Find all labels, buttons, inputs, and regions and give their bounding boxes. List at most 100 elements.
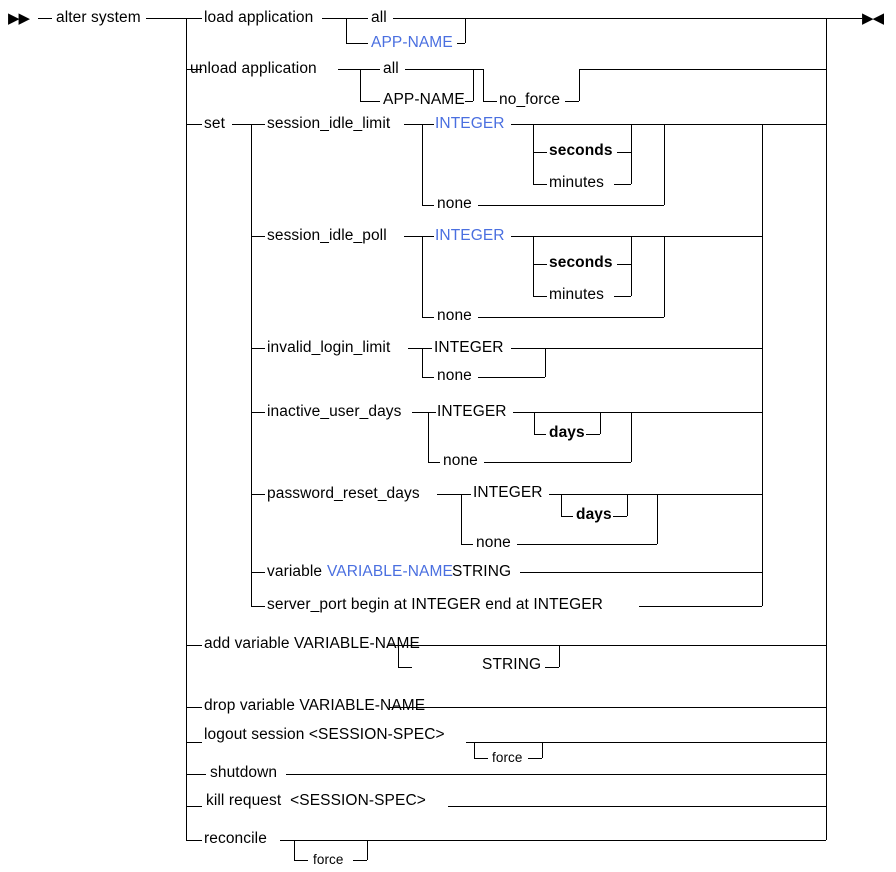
rail-shutdown-out bbox=[286, 774, 826, 775]
rail-reconcile-opt-right bbox=[367, 840, 368, 860]
rail-sip-minutes-stub-left bbox=[533, 296, 547, 297]
label-server-port: server_port begin at INTEGER end at INTE… bbox=[267, 596, 603, 613]
rail-prd-join bbox=[657, 494, 762, 495]
rail-start-to-alter bbox=[38, 18, 52, 19]
rail-load-all-stub bbox=[346, 18, 368, 19]
rail-set-join-to-main bbox=[762, 124, 826, 125]
label-load-all: all bbox=[371, 9, 387, 26]
rail-sil-seconds-stub-right bbox=[617, 152, 631, 153]
rail-sil-int-out bbox=[511, 124, 664, 125]
label-variable-keyword: variable bbox=[267, 563, 323, 580]
rail-iud-days-stub-right bbox=[586, 434, 600, 435]
rail-prd-days-left bbox=[561, 494, 562, 516]
rail-sip-stub bbox=[251, 236, 265, 237]
rail-load-choice-left bbox=[346, 18, 347, 43]
label-password-reset-days: password_reset_days bbox=[267, 485, 420, 502]
rail-noforce-stub-right bbox=[565, 101, 579, 102]
label-sil-minutes: minutes bbox=[549, 174, 604, 191]
rail-logout-opt-right bbox=[542, 742, 543, 758]
rail-ill-none-stub bbox=[422, 377, 434, 378]
rail-logout-join bbox=[474, 742, 826, 743]
label-alter-system: alter system bbox=[56, 9, 141, 26]
rail-load-join-to-spine bbox=[465, 18, 826, 19]
rail-sip-int-out bbox=[511, 236, 664, 237]
rail-sip-to-choice bbox=[404, 236, 422, 237]
rail-sil-choice-left bbox=[422, 124, 423, 205]
rail-iud-stub bbox=[251, 412, 265, 413]
rail-ill-choice-left bbox=[422, 348, 423, 377]
label-unload-application: unload application bbox=[190, 60, 317, 77]
rail-main-left-spine bbox=[186, 18, 187, 840]
label-load-app-name: APP-NAME bbox=[371, 34, 453, 51]
rail-reconcile-force-stub-left bbox=[294, 860, 308, 861]
rail-ill-none-out bbox=[478, 377, 545, 378]
rail-noforce-in bbox=[473, 69, 483, 70]
rail-unload-choice-right bbox=[473, 69, 474, 101]
rail-prd-days-stub-right bbox=[613, 516, 627, 517]
rail-prd-days-stub-left bbox=[561, 516, 573, 517]
label-add-variable-string: STRING bbox=[482, 656, 542, 673]
rail-sip-unit-left bbox=[533, 236, 534, 296]
rail-load-appname-stub bbox=[346, 43, 368, 44]
rail-ill-int-out bbox=[511, 348, 545, 349]
rail-iud-choice-left bbox=[428, 412, 429, 462]
rail-kill-stub bbox=[186, 806, 202, 807]
label-add-variable: add variable VARIABLE-NAME bbox=[204, 635, 420, 652]
rail-iud-none-out bbox=[484, 462, 631, 463]
rail-unload-to-choice bbox=[338, 69, 360, 70]
rail-prd-int-out bbox=[549, 494, 657, 495]
rail-sil-minutes-stub-left bbox=[533, 184, 547, 185]
rail-logout-opt-left bbox=[474, 742, 475, 758]
rail-unload-stub bbox=[186, 69, 202, 70]
label-logout-session: logout session <SESSION-SPEC> bbox=[204, 726, 445, 743]
rail-addvar-join bbox=[398, 645, 826, 646]
rail-sil-seconds-stub-left bbox=[533, 152, 547, 153]
rail-logout-to-opt bbox=[466, 742, 474, 743]
label-logout-force: force bbox=[492, 750, 523, 765]
rail-noforce-left bbox=[483, 69, 484, 101]
rail-ill-join bbox=[545, 348, 762, 349]
rail-sil-unit-left bbox=[533, 124, 534, 184]
rail-prd-none-out bbox=[517, 544, 657, 545]
rail-variable-out bbox=[520, 572, 762, 573]
rail-unload-choice-left bbox=[360, 69, 361, 101]
rail-iud-join bbox=[631, 412, 762, 413]
rail-prd-to-choice bbox=[437, 494, 461, 495]
rail-sip-none-stub bbox=[422, 317, 434, 318]
rail-addvar-opt-right bbox=[559, 645, 560, 667]
rail-addvar-opt-left bbox=[398, 645, 399, 667]
rail-load-choice-right bbox=[465, 18, 466, 43]
rail-set-left-spine bbox=[251, 124, 252, 606]
rail-sil-stub bbox=[251, 124, 265, 125]
rail-prd-none-stub bbox=[461, 544, 473, 545]
rail-ill-stub bbox=[251, 348, 265, 349]
rail-load-to-choice bbox=[322, 18, 346, 19]
rail-iud-to-choice bbox=[412, 412, 428, 413]
label-ill-integer: INTEGER bbox=[434, 339, 504, 356]
rail-shutdown-stub bbox=[186, 774, 206, 775]
label-shutdown: shutdown bbox=[210, 764, 278, 781]
rail-alter-to-branch bbox=[146, 18, 186, 19]
rail-sip-seconds-stub-right bbox=[617, 264, 631, 265]
rail-iud-choice-right bbox=[631, 412, 632, 462]
rail-set-stub bbox=[186, 124, 202, 125]
rail-dropvar-out bbox=[390, 707, 826, 708]
label-load-application: load application bbox=[204, 9, 314, 26]
rail-addvar-string-stub-left bbox=[398, 667, 412, 668]
label-iud-integer: INTEGER bbox=[437, 403, 507, 420]
label-session-idle-poll: session_idle_poll bbox=[267, 227, 387, 244]
rail-variable-stub bbox=[251, 572, 265, 573]
rail-serverport-out bbox=[639, 606, 762, 607]
rail-sil-unit-right bbox=[631, 124, 632, 184]
label-no-force: no_force bbox=[499, 91, 561, 108]
rail-unload-all-stub bbox=[360, 69, 380, 70]
rail-unload-appname-stub bbox=[360, 101, 380, 102]
label-sil-none: none bbox=[437, 195, 472, 212]
rail-ill-int-stub bbox=[422, 348, 432, 349]
rail-iud-none-stub bbox=[428, 462, 440, 463]
rail-sil-join bbox=[664, 124, 762, 125]
rail-sil-minutes-stub-right bbox=[614, 184, 631, 185]
rail-iud-days-right bbox=[600, 412, 601, 434]
rail-sip-int-stub bbox=[422, 236, 434, 237]
